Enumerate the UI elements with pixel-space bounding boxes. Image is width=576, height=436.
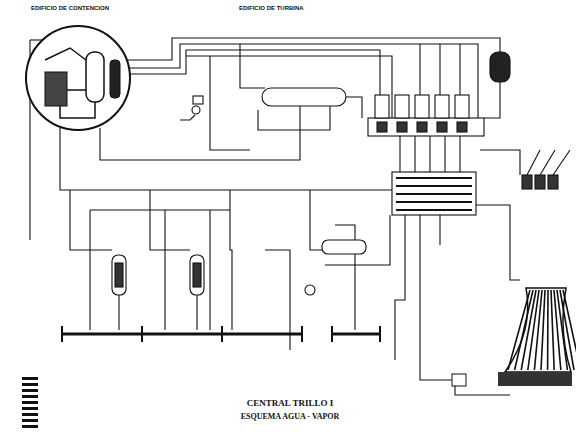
pipe-line [180,115,195,120]
pipe-line [420,215,455,380]
pipe-line [118,295,119,330]
pipe-line [130,44,478,120]
cooling-tower [452,288,576,386]
pipe-line [196,295,197,330]
pipe-line [484,82,500,118]
pipe-line [210,56,250,150]
pipe-line [130,50,380,118]
diagram-title: CENTRAL TRILLO I [246,398,334,408]
pipe-line [70,190,112,250]
pipe-line [475,205,520,280]
piping [30,38,520,395]
pipe-line [240,44,265,88]
pipe-line [459,136,460,172]
pipe-line [90,209,230,210]
pipe-line [439,215,440,245]
pipe-line [186,56,392,118]
containment-building [26,26,130,130]
pipe-line [230,190,232,330]
pipe-line [395,215,405,360]
building-label: EDIFICIO DE TURBINA [238,5,305,11]
diagram-caption: ESQUEMA AGUA - VAPOR [240,412,341,421]
pipe-line [399,136,400,172]
pipe-line [439,44,440,95]
pipe-line [429,136,430,172]
pipe-line [164,210,165,330]
building-label: EDIFICIO DE CONTENCION [30,5,110,11]
pipe-line [100,106,300,160]
pipe-line [414,136,415,172]
pipe-line [480,150,520,175]
pipe-line [419,44,420,95]
pipe-line [89,210,90,330]
legend-samples [22,377,38,428]
pipe-line [128,38,500,60]
pipe-line [459,44,460,95]
pipe-line [258,106,330,130]
pipe-line [150,190,190,250]
pipe-line [60,128,395,190]
equipment [62,52,570,342]
pipe-line [209,210,210,330]
pipe-line [345,97,362,118]
pipe-line [444,136,445,172]
